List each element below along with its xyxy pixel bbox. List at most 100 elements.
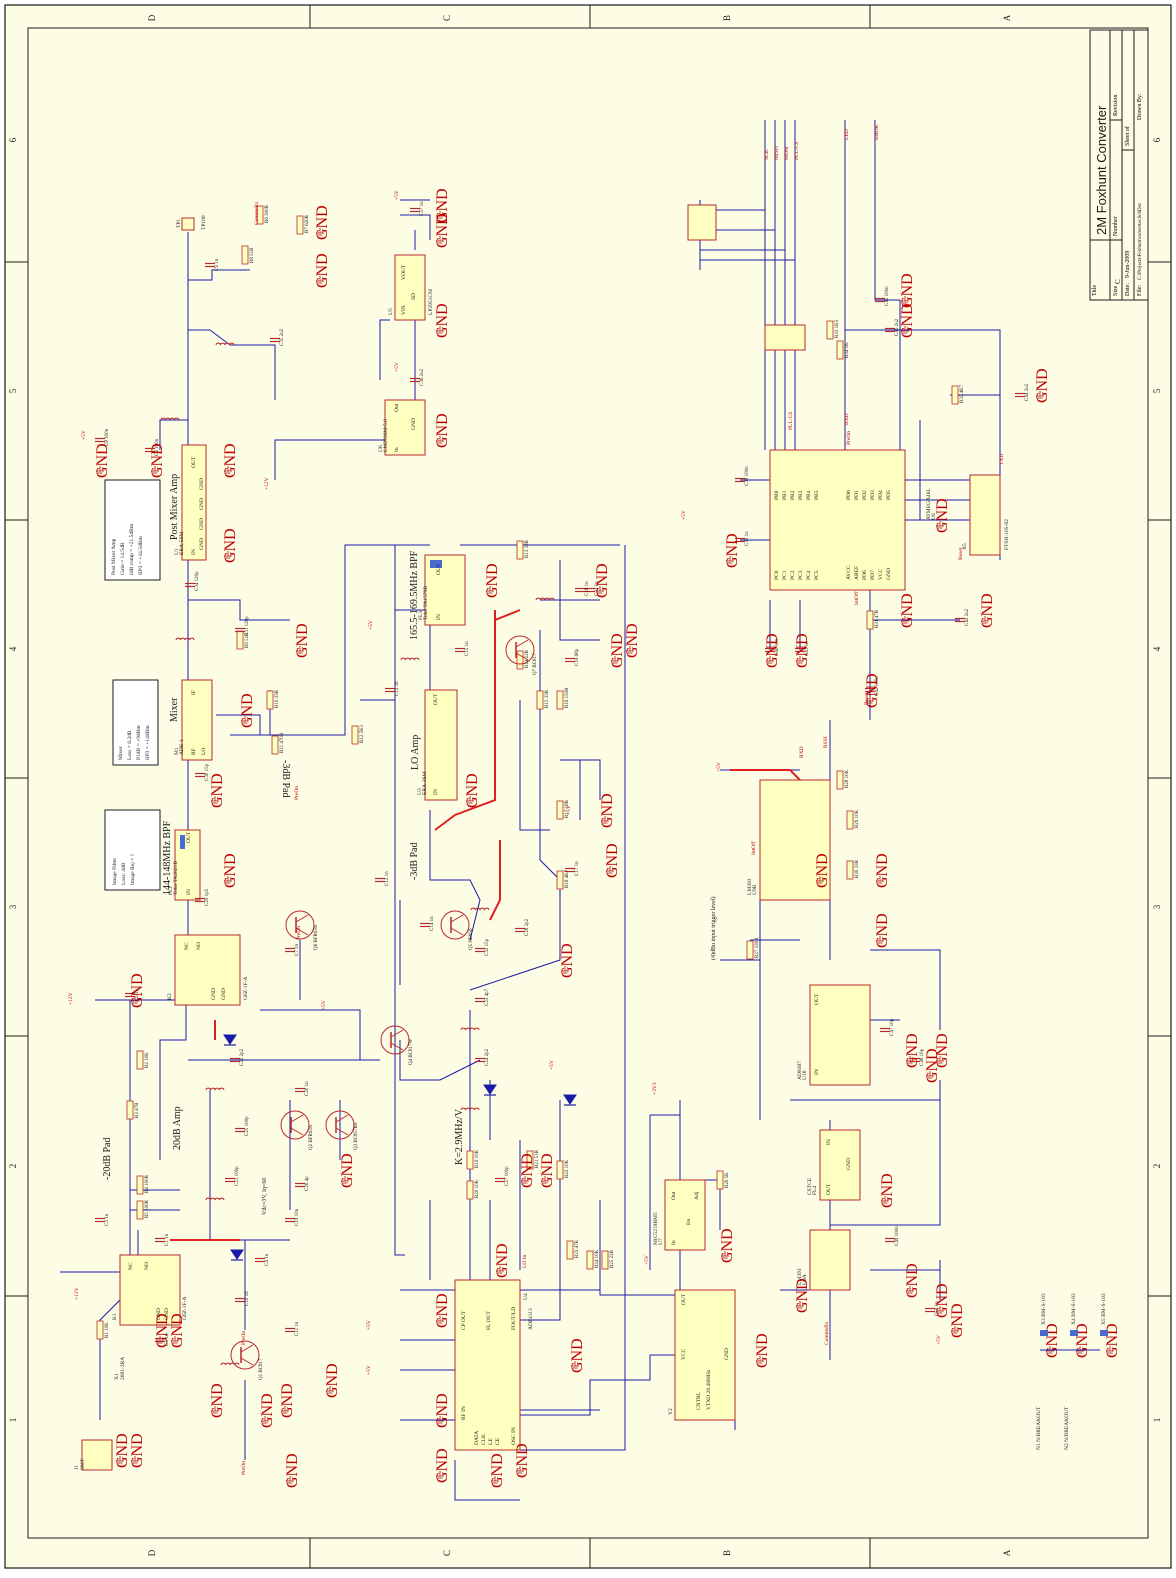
capacitor bbox=[885, 327, 895, 333]
u5-vout: VOUT bbox=[401, 264, 407, 280]
mcu-pc3: PC3 bbox=[798, 570, 804, 580]
capacitor bbox=[495, 1177, 505, 1183]
net-ptt-e: PreOn bbox=[846, 431, 852, 445]
ground-label: GND bbox=[1074, 1323, 1091, 1358]
capacitor-label: C16 68p bbox=[575, 648, 580, 666]
capacitor bbox=[925, 1307, 935, 1313]
ground-symbol: GND bbox=[239, 693, 256, 728]
ground-symbol: GND bbox=[979, 593, 996, 628]
transistor-label: Q1 BC817 bbox=[259, 1358, 264, 1380]
zone-letter-top-b: B bbox=[722, 15, 732, 21]
k1-relay bbox=[119, 1254, 181, 1326]
capacitor bbox=[880, 1027, 890, 1033]
ground-label: GND bbox=[754, 1333, 771, 1368]
ground-symbol: GND bbox=[209, 773, 226, 808]
inductor bbox=[400, 657, 420, 661]
resistor bbox=[126, 1100, 134, 1120]
ground-symbol: GND bbox=[434, 1293, 451, 1328]
capacitor bbox=[910, 1057, 920, 1063]
resistor bbox=[271, 735, 279, 755]
zone-number-left-1: 1 bbox=[8, 1418, 18, 1423]
ground-symbol: GND bbox=[934, 1033, 951, 1068]
net-vcc5-i: +5V bbox=[366, 1365, 372, 1375]
zone-number-left-4: 4 bbox=[8, 646, 18, 651]
u10-part: AD8307 bbox=[797, 1061, 803, 1080]
capacitor bbox=[145, 447, 155, 453]
capacitor bbox=[270, 337, 280, 343]
capacitor bbox=[95, 1217, 105, 1223]
mcu-pc4: PC4 bbox=[806, 570, 812, 580]
title-text: 2M Foxhunt Converter bbox=[1094, 105, 1109, 235]
ground-symbol: GND bbox=[794, 1278, 811, 1313]
net-vcc12-b: +12V bbox=[74, 1287, 80, 1300]
resistor bbox=[526, 1150, 534, 1170]
inductor bbox=[470, 907, 490, 911]
capacitor-label: C42 100n bbox=[875, 676, 880, 696]
net-vcc12-c: +12V bbox=[264, 477, 270, 490]
u1-part: ERA-5SM bbox=[179, 531, 185, 555]
ground-symbol: GND bbox=[484, 563, 501, 598]
resistor-label: R30 33R bbox=[855, 859, 860, 878]
net-cal-b: CommsRx bbox=[824, 1321, 830, 1345]
mcu-pd2: PD2 bbox=[862, 490, 868, 500]
transistor bbox=[440, 910, 470, 940]
ground-label: GND bbox=[879, 1173, 896, 1208]
capacitor bbox=[565, 867, 575, 873]
ground-label: GND bbox=[294, 623, 311, 658]
annotation-notes: Post Mixer Amp Gain = 14.5dB IdB comp = … bbox=[111, 523, 151, 885]
net-vcc5-m: +5V bbox=[644, 1255, 650, 1265]
ground-label: GND bbox=[279, 1383, 296, 1418]
capacitor-label: C43 2u2 bbox=[965, 608, 970, 626]
vtxo-oscillator bbox=[674, 1289, 736, 1421]
resistor bbox=[846, 810, 854, 830]
ground-label: GND bbox=[604, 843, 621, 878]
revision-label: Revision bbox=[1113, 95, 1119, 116]
ground-symbol: GND bbox=[1074, 1323, 1091, 1358]
net-spi-miso: MISO bbox=[774, 146, 780, 160]
transistor bbox=[280, 1110, 310, 1140]
ground-label: GND bbox=[222, 528, 239, 563]
caption-bpf-165: 165.5-169.5MHz BPF bbox=[409, 550, 420, 640]
breakout-markers bbox=[1040, 1330, 1108, 1351]
caption-kvco: K=2.9MHz/V bbox=[454, 1108, 465, 1165]
breakout-x4: X4 BM-S-103 bbox=[1071, 1293, 1077, 1325]
ground-label: GND bbox=[1044, 1323, 1061, 1358]
resistor bbox=[136, 1200, 144, 1220]
capacitor bbox=[575, 587, 585, 593]
u4-pll bbox=[454, 1279, 521, 1451]
capacitor-label: C11 1n bbox=[295, 1321, 300, 1336]
ground-symbol: GND bbox=[1044, 1323, 1061, 1358]
capacitor-label: C32 15p bbox=[485, 938, 490, 956]
ground-symbol: GND bbox=[284, 1453, 301, 1488]
u4-flout: FL OUT bbox=[486, 1310, 492, 1330]
zone-number-left-2: 2 bbox=[8, 1164, 18, 1169]
resistor bbox=[351, 725, 359, 745]
zone-number-left-5: 5 bbox=[8, 388, 18, 393]
resistor bbox=[466, 1150, 474, 1170]
u9b-ref: U9B bbox=[752, 884, 758, 895]
fl3-ref: FL3 bbox=[418, 611, 424, 620]
capacitor bbox=[235, 1127, 245, 1133]
note-image-filter bbox=[104, 809, 161, 891]
capacitor bbox=[95, 437, 105, 443]
capacitor-label: C31 120p bbox=[245, 616, 250, 636]
caption-3db-pad-b: -3dB Pad bbox=[409, 843, 420, 881]
capacitor bbox=[475, 1057, 485, 1063]
resistor bbox=[866, 610, 874, 630]
k2-gnd-1: GND bbox=[211, 988, 217, 1000]
capacitor bbox=[865, 687, 875, 693]
note-pma-line-3: IdB comp = +21.5dBm bbox=[129, 523, 135, 575]
ground-symbol: GND bbox=[114, 1433, 131, 1468]
u4-clk: CLK bbox=[481, 1434, 487, 1445]
ground-symbol: GND bbox=[794, 633, 811, 668]
resistor-label: R18 4K7 bbox=[565, 869, 570, 888]
ground-symbol: GND bbox=[489, 1453, 506, 1488]
capacitor bbox=[410, 377, 420, 383]
resistor-label: R4 100R bbox=[145, 1174, 150, 1193]
u3-part: ERA-3SM bbox=[422, 771, 428, 795]
ground-label: GND bbox=[434, 213, 451, 248]
ic-blocks bbox=[81, 204, 1001, 1471]
capacitor-label: C17 1n bbox=[575, 861, 580, 876]
ground-symbol: GND bbox=[754, 1333, 771, 1368]
